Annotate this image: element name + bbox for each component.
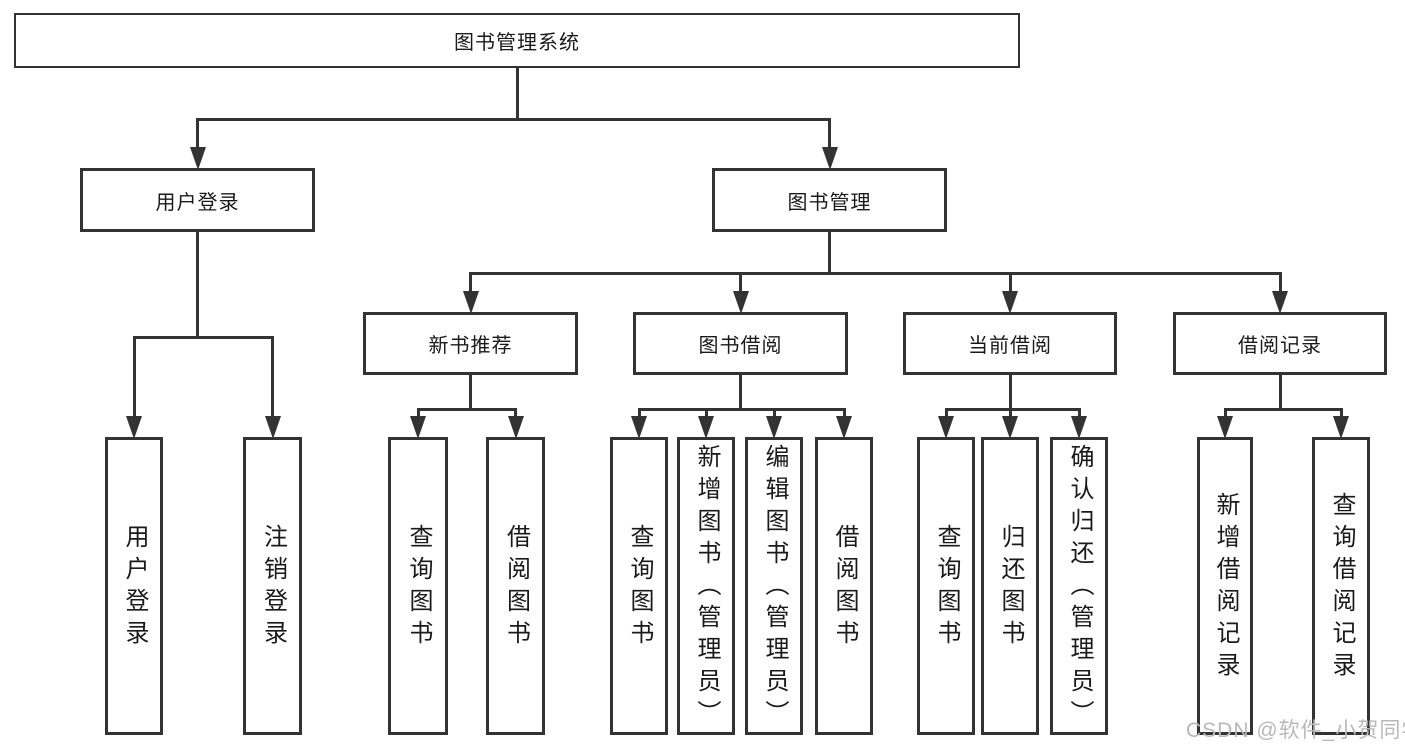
- connector-line: [1339, 408, 1343, 419]
- arrow-down-icon: [938, 416, 954, 439]
- connector-line: [828, 232, 831, 275]
- connector-line: [196, 118, 199, 150]
- node-bb-edit: 编辑图书（管理员）: [745, 437, 803, 735]
- node-br-query: 查询借阅记录: [1312, 437, 1370, 735]
- node-ul-logout: 注销登录: [243, 437, 302, 735]
- connector-line: [196, 118, 831, 121]
- connector-line: [739, 272, 742, 294]
- node-borrow-records: 借阅记录: [1173, 312, 1387, 375]
- connector-line: [132, 336, 274, 339]
- connector-line: [1223, 408, 1227, 419]
- connector-line: [416, 408, 517, 411]
- connector-line: [1008, 375, 1012, 411]
- arrow-down-icon: [698, 416, 714, 439]
- arrow-down-icon: [631, 416, 647, 439]
- connector-line: [1008, 408, 1012, 419]
- connector-line: [842, 408, 846, 419]
- connector-line: [828, 118, 831, 150]
- connector-line: [1278, 272, 1282, 294]
- connector-line: [271, 336, 274, 419]
- arrow-down-icon: [507, 416, 524, 439]
- arrow-down-icon: [1002, 416, 1018, 439]
- arrow-down-icon: [821, 147, 838, 170]
- arrow-down-icon: [1217, 416, 1233, 439]
- node-root: 图书管理系统: [14, 13, 1020, 68]
- arrow-down-icon: [264, 416, 281, 439]
- connector-line: [132, 336, 136, 419]
- arrow-down-icon: [732, 291, 749, 314]
- connector-line: [515, 68, 519, 121]
- arrow-down-icon: [1272, 291, 1288, 314]
- node-bb-query: 查询图书: [610, 437, 668, 735]
- connector-line: [637, 408, 641, 419]
- connector-line: [514, 408, 517, 419]
- node-nb-query: 查询图书: [388, 437, 448, 735]
- node-current-borrow: 当前借阅: [903, 312, 1117, 375]
- arrow-down-icon: [462, 291, 479, 314]
- connector-line: [1077, 408, 1081, 419]
- connector-line: [469, 272, 1282, 275]
- connector-line: [196, 232, 199, 339]
- arrow-down-icon: [189, 147, 206, 170]
- arrow-down-icon: [836, 416, 852, 439]
- connector-line: [704, 408, 708, 419]
- node-book-mgmt: 图书管理: [712, 168, 947, 232]
- node-new-book-rec: 新书推荐: [363, 312, 578, 375]
- node-book-borrow: 图书借阅: [633, 312, 848, 375]
- node-cb-query: 查询图书: [917, 437, 975, 735]
- node-nb-borrow: 借阅图书: [486, 437, 545, 735]
- node-user-login: 用户登录: [80, 168, 315, 232]
- node-bb-borrow: 借阅图书: [815, 437, 873, 735]
- arrow-down-icon: [766, 416, 782, 439]
- arrow-down-icon: [1333, 416, 1349, 439]
- connector-line: [469, 272, 472, 294]
- connector-line: [1278, 375, 1282, 411]
- node-cb-confirm: 确认归还（管理员）: [1050, 437, 1108, 735]
- connector-line: [739, 375, 742, 411]
- node-br-add: 新增借阅记录: [1197, 437, 1253, 735]
- connector-line: [772, 408, 776, 419]
- connector-line: [637, 408, 846, 411]
- arrow-down-icon: [1002, 291, 1018, 314]
- watermark: CSDN @软件_小贺同学: [1186, 719, 1405, 742]
- connector-line: [1223, 408, 1343, 411]
- connector-line: [469, 375, 472, 411]
- connector-line: [416, 408, 420, 419]
- node-ul-login: 用户登录: [105, 437, 163, 735]
- arrow-down-icon: [126, 416, 142, 439]
- connector-line: [944, 408, 948, 419]
- connector-line: [1008, 272, 1012, 294]
- connector-line: [944, 408, 1081, 411]
- node-cb-return: 归还图书: [981, 437, 1039, 735]
- arrow-down-icon: [410, 416, 426, 439]
- node-bb-add: 新增图书（管理员）: [677, 437, 735, 735]
- arrow-down-icon: [1071, 416, 1087, 439]
